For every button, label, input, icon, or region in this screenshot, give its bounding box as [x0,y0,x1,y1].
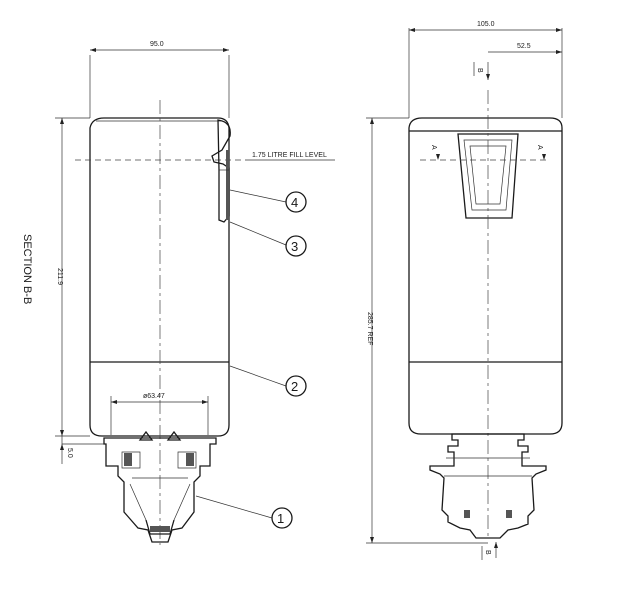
closure-exterior [429,433,547,539]
section-mark-b-top: B [476,68,483,73]
dim-overall-height: 285.7 REF [366,312,373,345]
dim-top-width: 95.0 [150,41,164,48]
dim-half-width: 52.5 [517,43,531,50]
exterior-view: 105.0 52.5 B A A 285.7 REF [366,21,563,560]
bottle-exterior [408,117,563,435]
section-mark-a-right: A [536,145,543,150]
fill-level-note: 1.75 LITRE FILL LEVEL [252,152,327,159]
section-label: SECTION B-B [21,234,33,304]
section-mark-b-bottom: B [484,550,491,555]
balloon-4 [285,191,307,213]
balloon-3 [285,235,307,257]
balloon-4-label: 4 [291,195,298,210]
closure-assembly [103,437,217,543]
balloon-1 [271,507,293,529]
balloon-callouts: 4 3 2 1 [195,189,307,529]
balloon-2-label: 2 [291,379,298,394]
balloon-1-label: 1 [277,511,284,526]
dim-height: 211.9 [56,268,63,285]
section-mark-a-left: A [430,145,437,150]
dim-neck-diameter: ø63.47 [143,393,165,400]
bottle-body [89,117,230,437]
section-view: SECTION B-B 95.0 1.75 LITRE FILL LEVEL 2… [21,41,335,545]
balloon-3-label: 3 [291,239,298,254]
dim-bottom-offset: 5.0 [66,448,73,458]
balloon-2 [285,375,307,397]
dim-overall-width: 105.0 [477,21,495,28]
